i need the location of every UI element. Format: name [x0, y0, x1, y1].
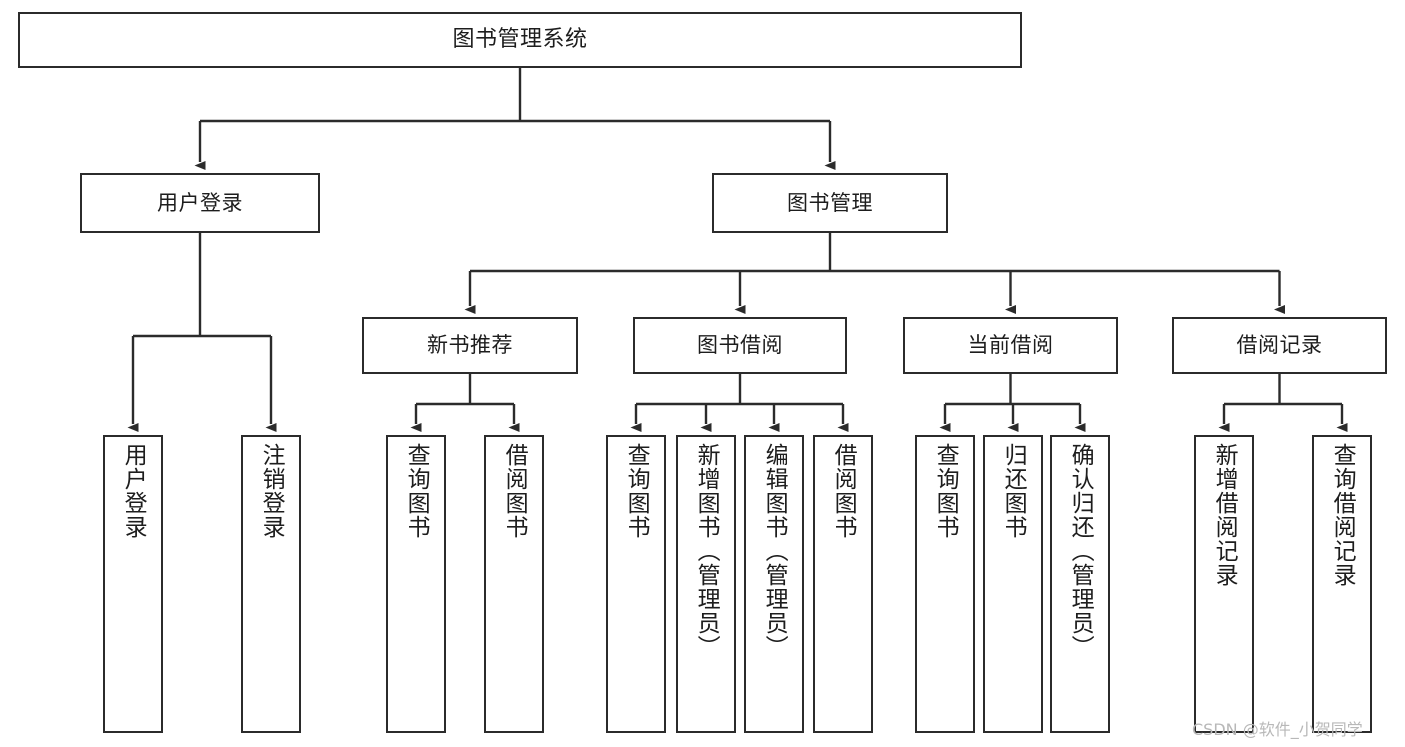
node-user-login[interactable]: 用户登录 [80, 173, 320, 233]
node-leaf-borrow-book-2-label: 借阅图书 [830, 443, 857, 539]
node-leaf-return-book[interactable]: 归还图书 [983, 435, 1043, 733]
node-leaf-user-logout[interactable]: 注销登录 [241, 435, 301, 733]
node-leaf-query-book-3-label: 查询图书 [932, 443, 959, 539]
node-book-borrow[interactable]: 图书借阅 [633, 317, 847, 374]
node-book-borrow-label: 图书借阅 [697, 333, 783, 358]
node-new-book-rec-label: 新书推荐 [427, 333, 513, 358]
node-leaf-edit-book-label: 编辑图书（管理员） [761, 443, 788, 659]
node-new-book-rec[interactable]: 新书推荐 [362, 317, 578, 374]
node-leaf-confirm-return-label: 确认归还（管理员） [1067, 443, 1094, 659]
node-borrow-record[interactable]: 借阅记录 [1172, 317, 1387, 374]
node-book-manage[interactable]: 图书管理 [712, 173, 948, 233]
csdn-watermark: CSDN @软件_小贺同学 [1192, 720, 1363, 739]
node-leaf-return-book-label: 归还图书 [1000, 443, 1027, 539]
node-user-login-label: 用户登录 [157, 190, 243, 215]
node-leaf-query-book-1-label: 查询图书 [403, 443, 430, 539]
node-current-borrow[interactable]: 当前借阅 [903, 317, 1118, 374]
node-leaf-borrow-book-1[interactable]: 借阅图书 [484, 435, 544, 733]
node-leaf-user-logout-label: 注销登录 [258, 443, 285, 539]
node-leaf-query-record-label: 查询借阅记录 [1329, 443, 1356, 587]
node-leaf-query-book-3[interactable]: 查询图书 [915, 435, 975, 733]
node-leaf-add-record[interactable]: 新增借阅记录 [1194, 435, 1254, 733]
node-leaf-add-record-label: 新增借阅记录 [1211, 443, 1238, 587]
node-root-label: 图书管理系统 [452, 27, 588, 53]
node-leaf-add-book[interactable]: 新增图书（管理员） [676, 435, 736, 733]
node-leaf-borrow-book-2[interactable]: 借阅图书 [813, 435, 873, 733]
node-leaf-query-record[interactable]: 查询借阅记录 [1312, 435, 1372, 733]
node-leaf-add-book-label: 新增图书（管理员） [693, 443, 720, 659]
node-borrow-record-label: 借阅记录 [1236, 333, 1323, 358]
node-leaf-borrow-book-1-label: 借阅图书 [501, 443, 528, 539]
node-leaf-confirm-return[interactable]: 确认归还（管理员） [1050, 435, 1110, 733]
node-leaf-query-book-2-label: 查询图书 [623, 443, 650, 539]
node-leaf-user-login[interactable]: 用户登录 [103, 435, 163, 733]
node-leaf-query-book-2[interactable]: 查询图书 [606, 435, 666, 733]
node-root[interactable]: 图书管理系统 [18, 12, 1022, 68]
node-book-manage-label: 图书管理 [787, 190, 873, 215]
node-current-borrow-label: 当前借阅 [967, 333, 1054, 358]
node-leaf-edit-book[interactable]: 编辑图书（管理员） [744, 435, 804, 733]
node-leaf-query-book-1[interactable]: 查询图书 [386, 435, 446, 733]
node-leaf-user-login-label: 用户登录 [120, 443, 147, 539]
